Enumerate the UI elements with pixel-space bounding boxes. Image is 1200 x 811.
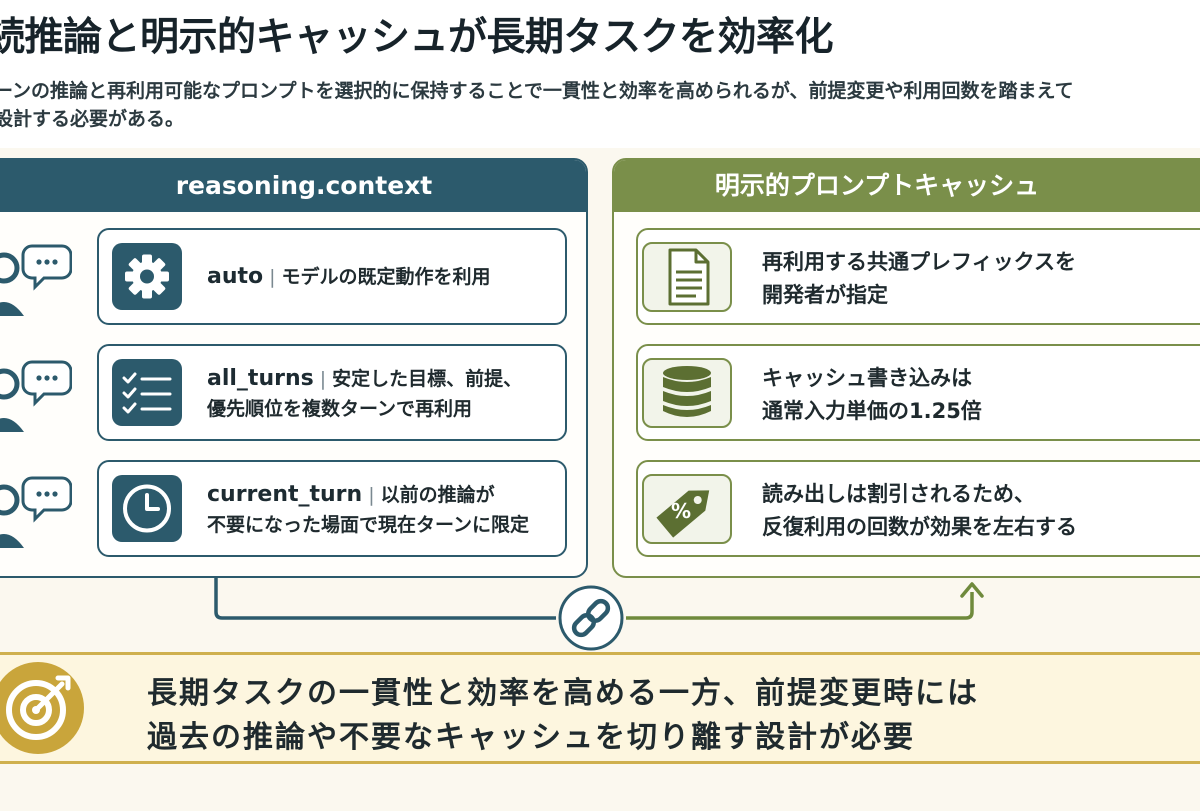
- reasoning-option-auto: auto|モデルの既定動作を利用: [97, 228, 567, 325]
- reasoning-option-all-turns-text: all_turns|安定した目標、前提、 優先順位を複数ターンで再利用: [207, 366, 523, 420]
- discount-tag-icon: %: [642, 474, 732, 544]
- reasoning-option-all-turns: all_turns|安定した目標、前提、 優先順位を複数ターンで再利用: [97, 344, 567, 441]
- clock-icon: [112, 475, 182, 542]
- reasoning-option-current-turn: current_turn|以前の推論が 不要になった場面で現在ターンに限定: [97, 460, 567, 557]
- conclusion-line1: 長期タスクの一貫性と効率を高める一方、前提変更時には: [147, 676, 979, 711]
- header: 続推論と明示的キャッシュが長期タスクを効率化 ーンの推論と再利用可能なプロンプト…: [0, 0, 1200, 148]
- link-icon: [558, 585, 624, 651]
- page-subtitle-line1: ーンの推論と再利用可能なプロンプトを選択的に保持することで一貫性と効率を高められ…: [0, 80, 1074, 102]
- page-title: 続推論と明示的キャッシュが長期タスクを効率化: [0, 15, 834, 60]
- reasoning-context-title: reasoning.context: [0, 160, 586, 212]
- checklist-icon: [112, 359, 182, 426]
- conclusion-band: [0, 652, 1200, 764]
- gear-icon: [112, 243, 182, 310]
- cache-item-prefix-text: 再利用する共通プレフィックスを 開発者が指定: [762, 250, 1076, 307]
- reasoning-option-current-turn-text: current_turn|以前の推論が 不要になった場面で現在ターンに限定: [207, 482, 530, 536]
- page-subtitle-line2: 設計する必要がある。: [0, 108, 185, 130]
- cache-item-write-cost-text: キャッシュ書き込みは 通常入力単価の1.25倍: [762, 366, 982, 423]
- reasoning-option-auto-text: auto|モデルの既定動作を利用: [207, 264, 491, 289]
- panel-connector: [214, 578, 984, 651]
- person-chat-icon: [0, 360, 72, 432]
- document-icon: [642, 242, 732, 312]
- target-icon: [0, 662, 84, 754]
- explicit-prompt-cache-title: 明示的プロンプトキャッシュ: [614, 160, 1200, 212]
- cache-item-prefix: 再利用する共通プレフィックスを 開発者が指定: [636, 228, 1200, 325]
- database-icon: [642, 358, 732, 428]
- person-chat-icon: [0, 244, 72, 316]
- cache-item-write-cost: キャッシュ書き込みは 通常入力単価の1.25倍: [636, 344, 1200, 441]
- svg-text:%: %: [671, 499, 691, 523]
- person-chat-icon: [0, 476, 72, 548]
- cache-item-read-discount: % 読み出しは割引されるため、 反復利用の回数が効果を左右する: [636, 460, 1200, 557]
- conclusion-line2: 過去の推論や不要なキャッシュを切り離す設計が必要: [147, 720, 915, 755]
- cache-item-read-discount-text: 読み出しは割引されるため、 反復利用の回数が効果を左右する: [762, 482, 1077, 539]
